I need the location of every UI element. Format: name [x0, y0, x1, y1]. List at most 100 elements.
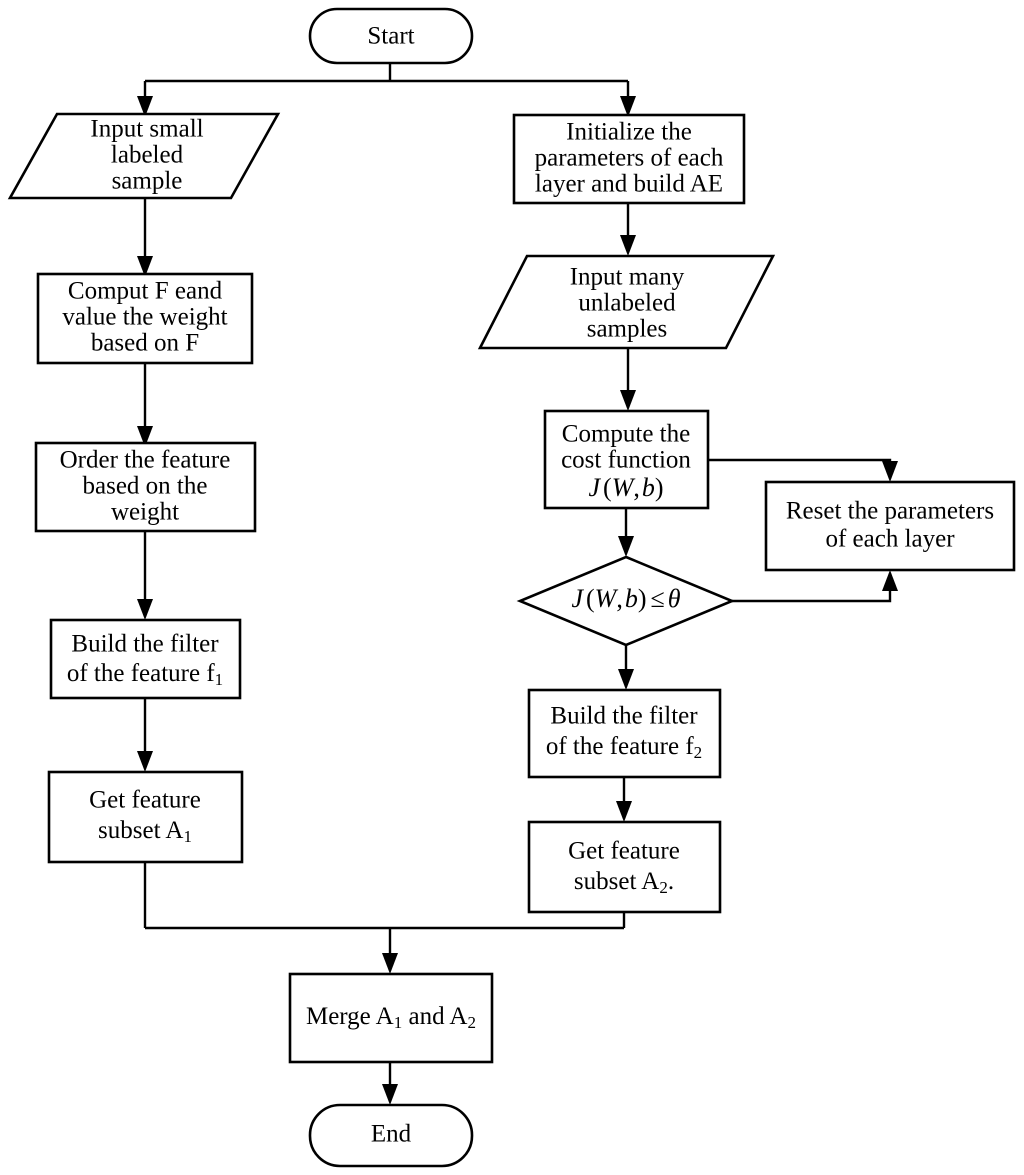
- get-subset-a2-line2-sub: 2: [659, 878, 668, 897]
- node-build-filter-f2[interactable]: Build the filter of the feature f2: [527, 688, 722, 779]
- node-input-small-labeled-sample[interactable]: Input small labeled sample: [7, 112, 281, 200]
- input-small-labeled-line2: labeled: [111, 142, 184, 169]
- node-end[interactable]: End: [308, 1103, 474, 1168]
- order-feature-line3: weight: [111, 499, 179, 526]
- edge-computf-to-order: [137, 363, 153, 447]
- get-subset-a1-line2-prefix: subset A: [98, 817, 183, 844]
- decision-cost-shape: [516, 555, 736, 647]
- arrow-head-icon: [137, 256, 153, 277]
- reset-params-line1: Reset the parameters: [786, 498, 994, 525]
- arrow-head-icon: [620, 390, 636, 411]
- arrow-head-icon: [137, 96, 153, 117]
- edge-computecost-to-reset: [708, 458, 898, 482]
- compute-cost-line2: cost function: [561, 447, 691, 474]
- node-get-subset-a2[interactable]: Get feature subset A2.: [527, 820, 722, 914]
- comput-f-line2: value the weight: [62, 304, 227, 331]
- merge-sub1: 1: [394, 1013, 403, 1032]
- node-comput-f[interactable]: Comput F eand value the weight based on …: [36, 272, 254, 365]
- end-shape: [308, 1103, 474, 1168]
- input-many-unlabeled-line3: samples: [587, 316, 668, 343]
- edge-order-to-buildf1: [137, 531, 153, 620]
- edge-buildf2-to-subseta2: [616, 777, 632, 822]
- arrow-head-icon: [137, 426, 153, 447]
- build-filter-f1-line2-prefix: of the feature f: [67, 660, 216, 687]
- comput-f-line3: based on F: [91, 330, 199, 357]
- build-filter-f1-line1: Build the filter: [71, 631, 219, 658]
- arrow-head-icon: [137, 599, 153, 620]
- decision-cost-formula: J(W,b)≤θ: [571, 584, 680, 613]
- merge-shape: [288, 972, 494, 1064]
- get-subset-a2-line2: subset A2.: [574, 868, 674, 897]
- order-feature-line2: based on the: [83, 473, 208, 500]
- node-initialize-params[interactable]: Initialize the parameters of each layer …: [512, 113, 746, 205]
- edge-buildf1-to-subseta1: [137, 698, 153, 772]
- get-subset-a2-line1: Get feature: [568, 838, 680, 865]
- comput-f-shape: [36, 272, 254, 365]
- edge-merge-bus: [143, 862, 626, 974]
- get-subset-a1-line2: subset A1: [98, 817, 192, 846]
- edge-initialize-to-inputmany: [620, 203, 636, 256]
- build-filter-f2-line1: Build the filter: [550, 703, 698, 730]
- edge-input-to-computf: [137, 198, 153, 277]
- merge-sub2: 2: [468, 1013, 477, 1032]
- build-filter-f2-line2: of the feature f2: [546, 733, 702, 762]
- node-build-filter-f1[interactable]: Build the filter of the feature f1: [49, 618, 242, 700]
- get-subset-a2-line2-prefix: subset A: [574, 868, 659, 895]
- node-get-subset-a1[interactable]: Get feature subset A1: [47, 770, 244, 864]
- get-subset-a2-shape: [527, 820, 722, 914]
- arrow-head-icon: [382, 1084, 398, 1105]
- input-small-labeled-line1: Input small: [90, 116, 203, 143]
- reset-params-shape: [764, 480, 1016, 572]
- arrow-head-icon: [618, 669, 634, 690]
- node-merge[interactable]: Merge A1 and A2: [288, 972, 494, 1064]
- end-label: End: [371, 1121, 412, 1148]
- edge-inputmany-to-computecost: [620, 348, 636, 411]
- get-subset-a2-line2-suffix: .: [668, 868, 674, 895]
- arrow-head-icon: [882, 570, 898, 591]
- input-many-unlabeled-line1: Input many: [570, 264, 685, 291]
- initialize-params-line3: layer and build AE: [535, 171, 723, 198]
- arrow-head-icon: [882, 461, 898, 482]
- arrow-head-icon: [620, 235, 636, 256]
- edge-decision-to-buildf2: [618, 645, 634, 690]
- compute-cost-formula: J(W,b): [588, 473, 663, 502]
- initialize-params-line2: parameters of each: [535, 145, 724, 172]
- arrow-head-icon: [620, 96, 636, 117]
- edge-start-split: [137, 63, 636, 117]
- comput-f-line1: Comput F eand: [68, 278, 223, 305]
- build-filter-f1-line2-sub: 1: [215, 670, 224, 689]
- get-subset-a1-shape: [47, 770, 244, 864]
- input-small-labeled-line3: sample: [112, 168, 183, 195]
- start-label: Start: [367, 23, 414, 50]
- build-filter-f1-line2: of the feature f1: [67, 660, 223, 689]
- get-subset-a1-line1: Get feature: [89, 787, 201, 814]
- input-many-unlabeled-shape: [477, 254, 776, 350]
- merge-middle: and A: [402, 1003, 467, 1030]
- node-compute-cost[interactable]: Compute the cost function J(W,b): [543, 409, 710, 510]
- edge-decision-to-reset: [732, 570, 898, 603]
- node-reset-params[interactable]: Reset the parameters of each layer: [764, 480, 1016, 572]
- build-filter-f1-shape: [49, 618, 242, 700]
- compute-cost-line1: Compute the: [562, 421, 690, 448]
- node-decision-cost[interactable]: J(W,b)≤θ: [516, 555, 736, 647]
- build-filter-f2-line2-sub: 2: [694, 743, 703, 762]
- edge-merge-to-end: [382, 1062, 398, 1105]
- arrow-head-icon: [382, 953, 398, 974]
- build-filter-f2-shape: [527, 688, 722, 779]
- node-order-feature[interactable]: Order the feature based on the weight: [34, 441, 257, 533]
- input-many-unlabeled-line2: unlabeled: [578, 290, 676, 317]
- merge-prefix: Merge A: [306, 1003, 394, 1030]
- start-shape: [308, 7, 474, 65]
- node-start[interactable]: Start: [308, 7, 474, 65]
- get-subset-a1-line2-sub: 1: [183, 827, 192, 846]
- arrow-head-icon: [616, 801, 632, 822]
- initialize-params-shape: [512, 113, 746, 205]
- build-filter-f2-line2-prefix: of the feature f: [546, 733, 695, 760]
- order-feature-line1: Order the feature: [60, 447, 231, 474]
- node-input-many-unlabeled[interactable]: Input many unlabeled samples: [477, 254, 776, 350]
- merge-label: Merge A1 and A2: [306, 1003, 476, 1032]
- arrow-head-icon: [618, 536, 634, 557]
- edge-computecost-to-decision: [618, 508, 634, 557]
- order-feature-shape: [34, 441, 257, 533]
